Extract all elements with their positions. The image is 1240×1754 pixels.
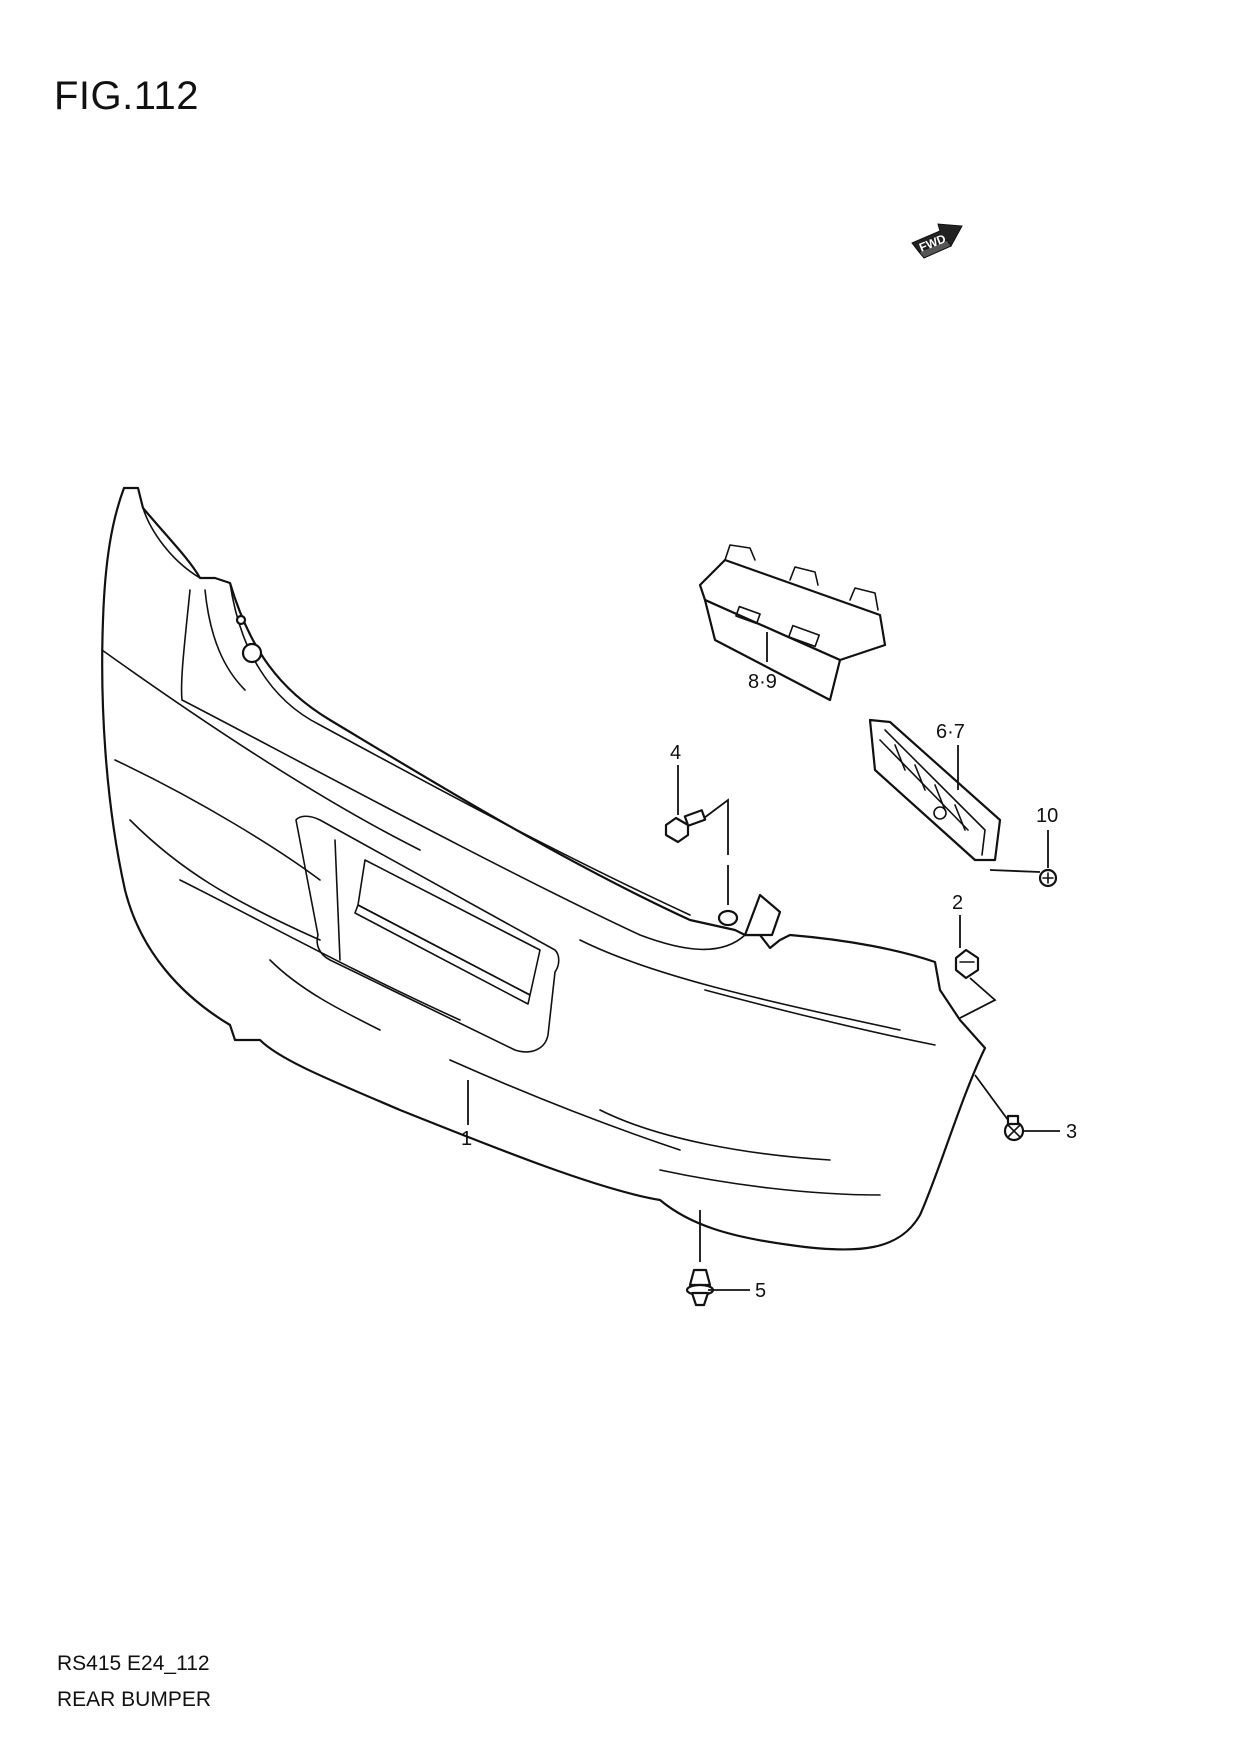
callout-4: 4 (670, 742, 681, 764)
callout-2: 2 (952, 892, 963, 914)
callout-1: 1 (461, 1128, 472, 1150)
upper-center-bracket-part (698, 544, 887, 702)
callout-10: 10 (1036, 805, 1058, 827)
model-code: RS415 E24_112 (57, 1652, 210, 1675)
callout-6-7: 6·7 (936, 721, 965, 743)
rear-bumper-cover-part (101, 486, 987, 1251)
leader-lines (467, 632, 1060, 1291)
figure-title: FIG.112 (54, 74, 200, 118)
screw-part-3 (1003, 1114, 1025, 1142)
clip-nut-part (954, 948, 980, 980)
screw-part-10 (1038, 868, 1058, 888)
callout-3: 3 (1066, 1121, 1077, 1143)
push-clip-part (685, 1268, 715, 1307)
fwd-arrow-icon: FWD (911, 223, 963, 259)
diagram-caption: REAR BUMPER (57, 1688, 212, 1711)
callout-5: 5 (755, 1280, 766, 1302)
callout-8-9: 8·9 (748, 671, 777, 693)
bolt-part (664, 809, 707, 844)
side-bracket-part (868, 718, 1002, 862)
